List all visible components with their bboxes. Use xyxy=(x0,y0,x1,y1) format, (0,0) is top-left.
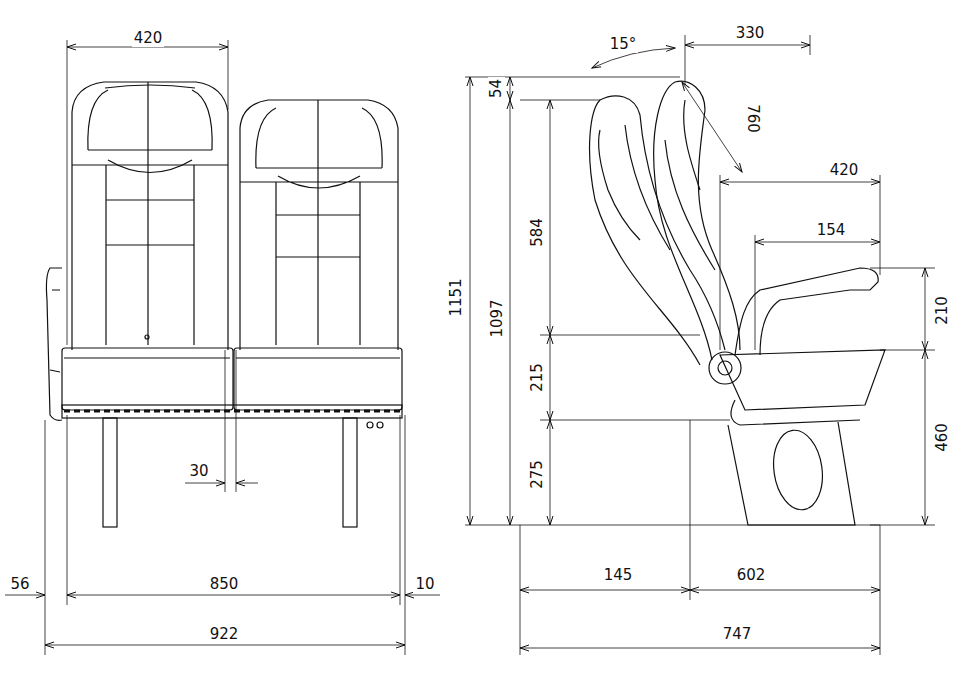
dimension-label: 747 xyxy=(721,626,754,643)
dimension-label: 215 xyxy=(528,361,545,394)
dimension-label: 275 xyxy=(528,458,545,491)
side-view xyxy=(520,81,885,525)
dimension-label: 922 xyxy=(208,626,241,643)
dimension-label: 460 xyxy=(933,421,950,454)
front-view xyxy=(46,82,402,527)
dimension-label: 56 xyxy=(8,576,31,593)
dimension-label: 30 xyxy=(187,463,210,480)
dimension-label: 154 xyxy=(815,222,848,239)
dimension-label: 584 xyxy=(528,216,545,249)
dimension-label: 10 xyxy=(413,576,436,593)
dimension-label: 210 xyxy=(933,294,950,327)
dimension-label: 850 xyxy=(208,576,241,593)
dimension-label: 15° xyxy=(608,36,639,53)
dimension-label: 602 xyxy=(735,567,768,584)
dimension-label: 1151 xyxy=(448,276,465,318)
dimension-label: 420 xyxy=(828,162,861,179)
dimension-label: 145 xyxy=(602,567,635,584)
dimension-lines xyxy=(5,35,935,655)
dimension-label: 54 xyxy=(489,76,506,99)
dimension-label: 420 xyxy=(132,30,165,47)
dimension-label: 1097 xyxy=(489,297,506,339)
dimension-label: 330 xyxy=(734,25,767,42)
dimension-label: 760 xyxy=(743,102,760,135)
